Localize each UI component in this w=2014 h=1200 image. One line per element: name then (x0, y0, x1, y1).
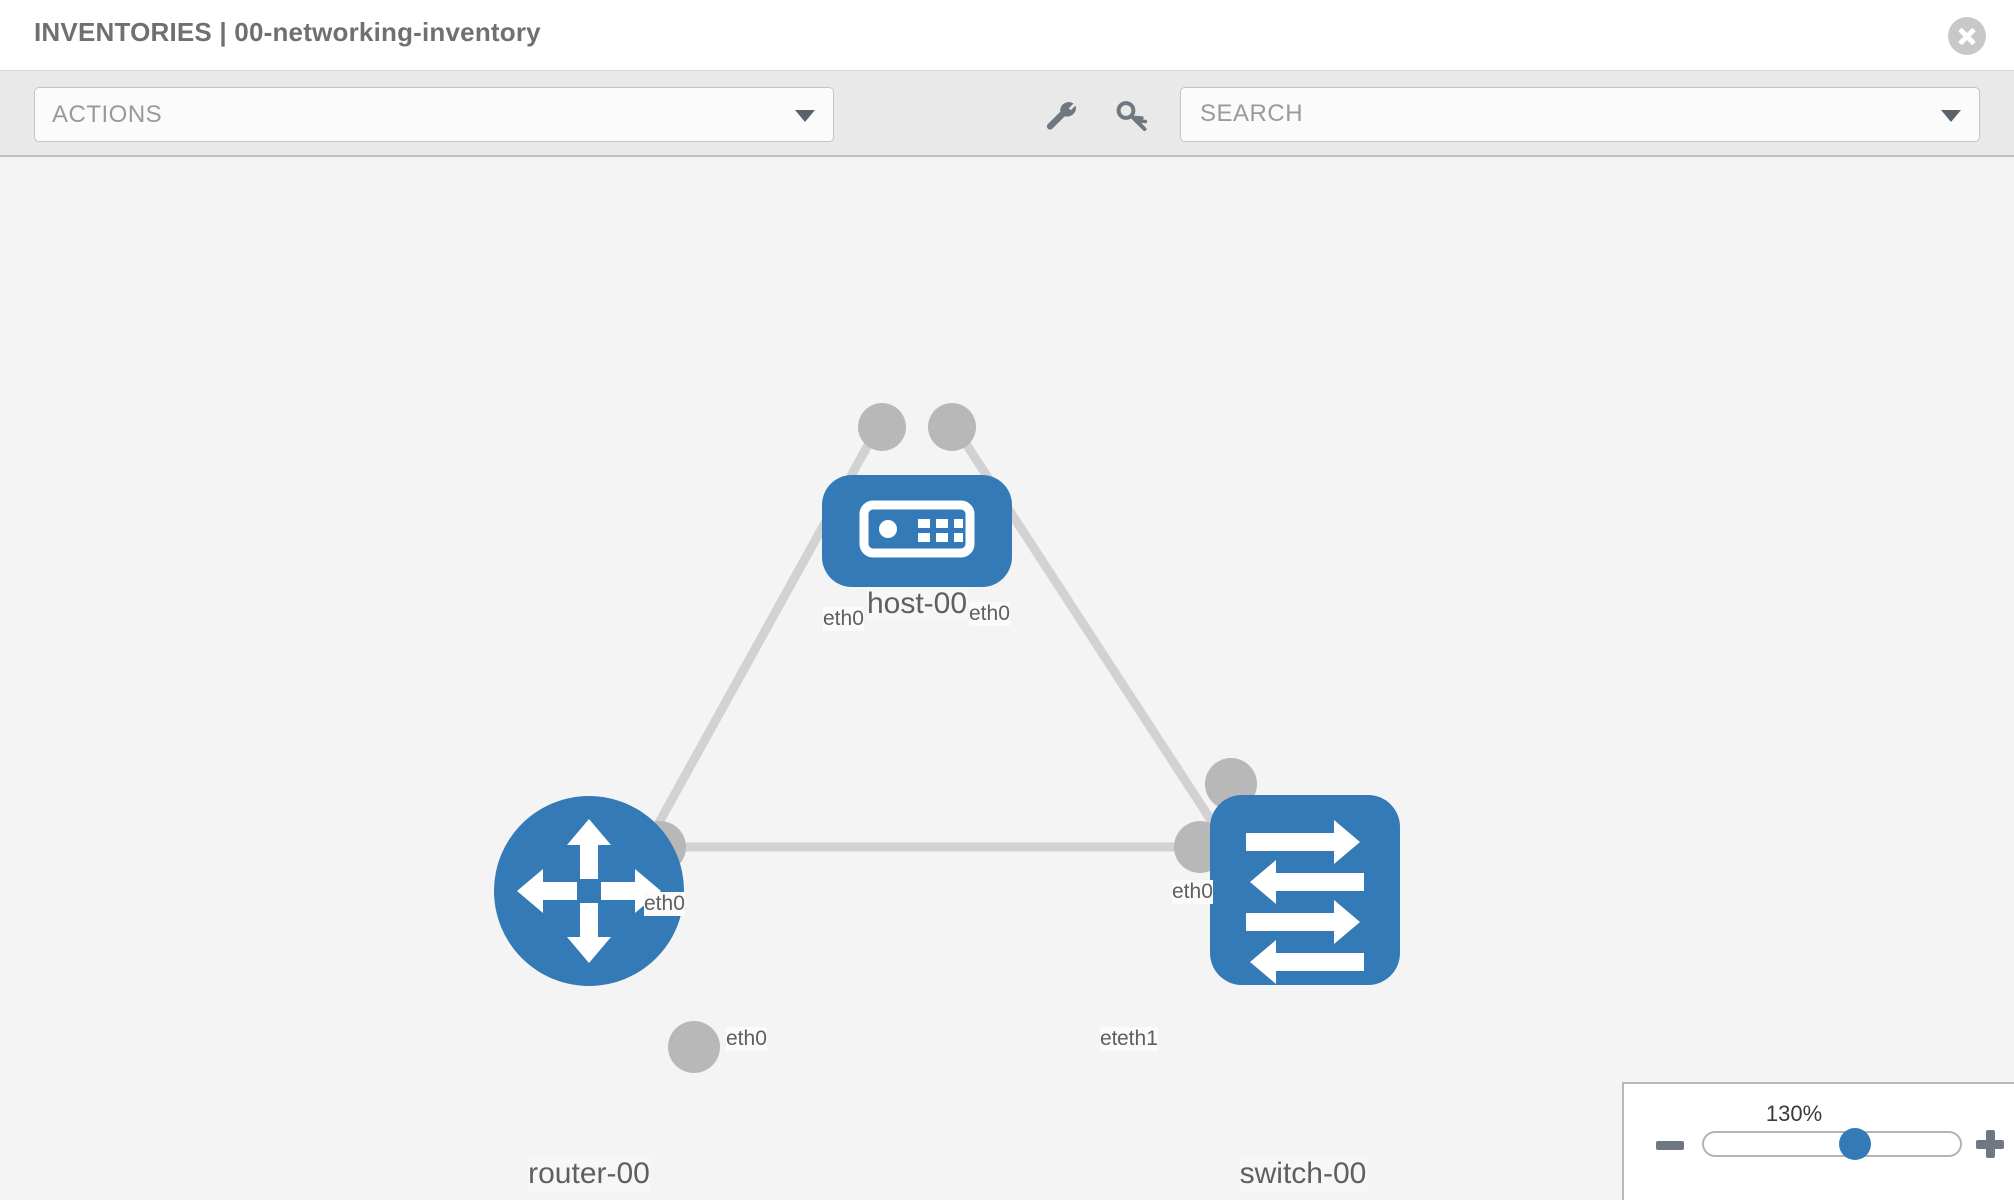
plus-icon[interactable] (1976, 1130, 2004, 1158)
iface-label-host-eth0-right: eth0 (969, 602, 1010, 626)
chevron-down-icon (795, 110, 815, 122)
node-label-host-00: host-00 (866, 587, 968, 621)
iface-label-router-eth0-up: eth0 (644, 892, 685, 916)
close-icon[interactable] (1948, 17, 1986, 55)
search-box[interactable] (1180, 87, 1980, 142)
iface-label-router-eth0-right: eth0 (726, 1027, 767, 1051)
port-router-eth0-right[interactable] (668, 1021, 720, 1073)
zoom-level-label: 130% (1765, 1101, 1823, 1126)
node-label-switch-00: switch-00 (1239, 1157, 1367, 1191)
topology-canvas[interactable]: host-00 router-00 switch-00 eth0 eth0 et… (0, 157, 2014, 1200)
plus-icon-vertical (1986, 1130, 1995, 1158)
page-title: INVENTORIES | 00-networking-inventory (34, 17, 541, 47)
node-switch-00[interactable] (1210, 795, 1400, 985)
node-host-00[interactable] (822, 475, 1012, 587)
node-router-00[interactable] (494, 796, 684, 986)
zoom-slider[interactable] (1702, 1131, 1962, 1157)
search-input[interactable] (1198, 99, 1902, 129)
app-header: INVENTORIES | 00-networking-inventory (0, 0, 2014, 71)
node-label-router-00: router-00 (528, 1157, 650, 1191)
iface-label-host-eth0-left: eth0 (823, 607, 864, 631)
switch-arrows-icon (1246, 820, 1364, 984)
actions-dropdown-label: ACTIONS (52, 101, 163, 128)
zoom-slider-thumb[interactable] (1839, 1128, 1871, 1160)
minus-icon[interactable] (1656, 1141, 1684, 1150)
server-device-icon (859, 500, 975, 558)
port-host-eth0-left[interactable] (858, 403, 906, 451)
iface-label-switch-eth1: eth1 (1117, 1027, 1158, 1051)
iface-label-switch-eth0-up: eth0 (1172, 880, 1213, 904)
zoom-control-panel: 130% (1622, 1082, 2014, 1200)
actions-dropdown[interactable]: ACTIONS (34, 87, 834, 142)
topology-graph (494, 403, 1400, 1073)
port-host-eth0-right[interactable] (928, 403, 976, 451)
wrench-icon[interactable] (1043, 96, 1083, 136)
chevron-down-icon (1941, 110, 1961, 122)
toolbar: ACTIONS (0, 71, 2014, 157)
key-icon[interactable] (1112, 96, 1152, 136)
